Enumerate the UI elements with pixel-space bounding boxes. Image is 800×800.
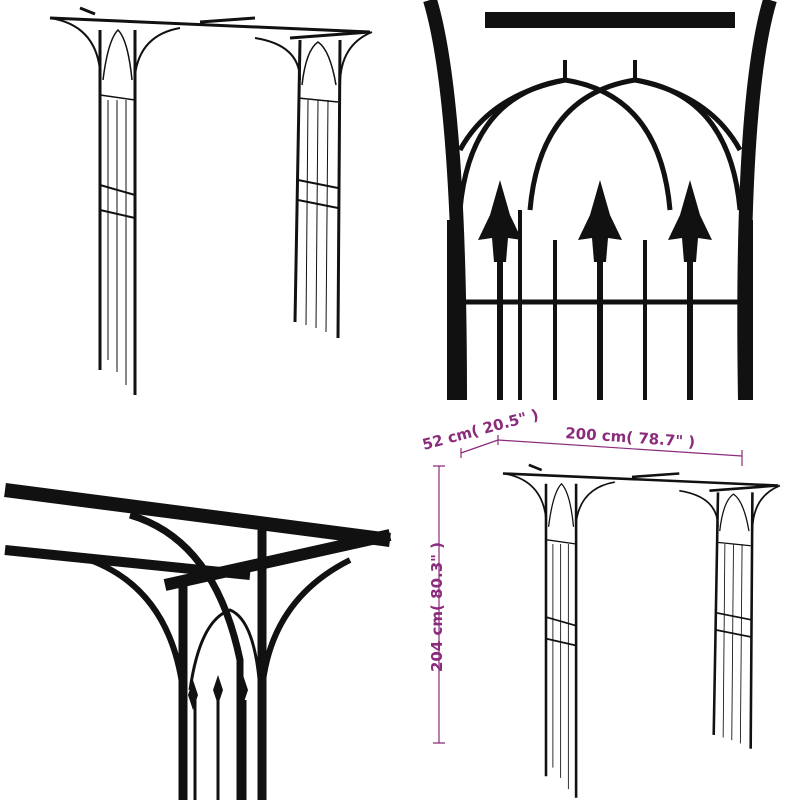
dimension-diagram: 52 cm( 20.5" ) 200 cm( 78.7" ) 204 cm( 8… [420, 406, 781, 798]
dimension-lines [433, 435, 743, 744]
top-corner-detail [0, 400, 400, 800]
dimensions-view: 52 cm( 20.5" ) 200 cm( 78.7" ) 204 cm( 8… [400, 400, 800, 800]
full-arch-view [0, 0, 400, 400]
garden-arch-image [49, 6, 373, 395]
fleur-de-lis-finial [478, 180, 522, 262]
fleur-detail-image [423, 0, 777, 400]
fleur-de-lis-finial [578, 180, 622, 262]
corner-detail-image [4, 483, 392, 800]
height-label: 204 cm( 80.3" ) [428, 542, 446, 672]
fleur-de-lis-detail [400, 0, 800, 400]
width-label: 200 cm( 78.7" ) [565, 424, 696, 451]
